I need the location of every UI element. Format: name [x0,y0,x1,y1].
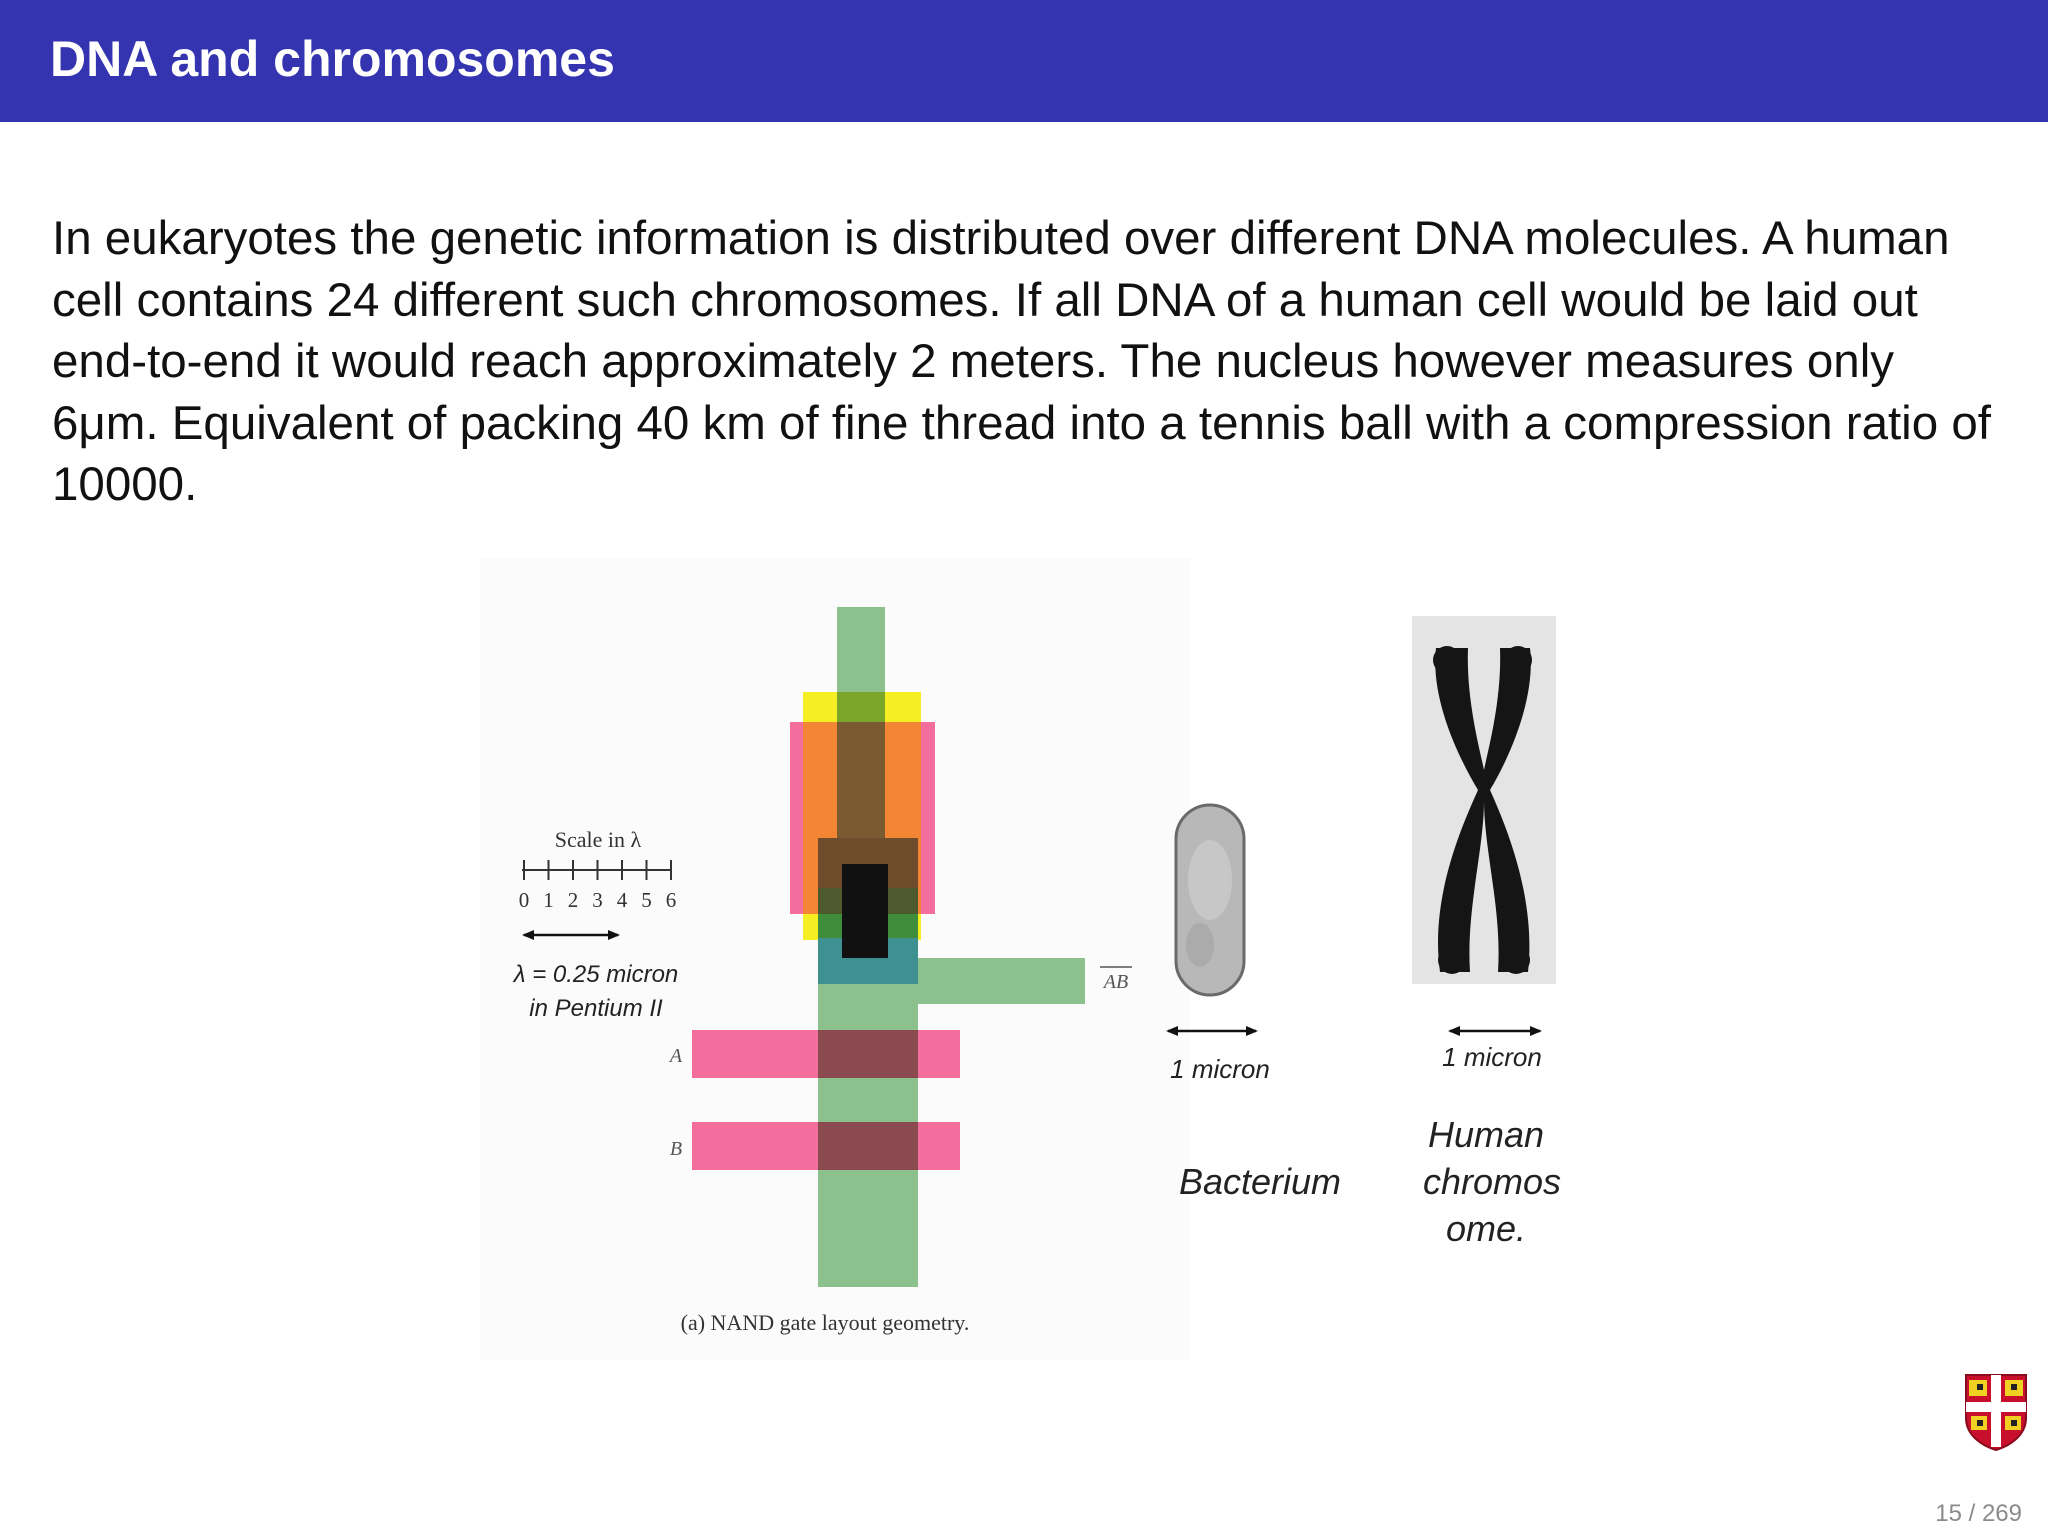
input-a-label: A [668,1045,683,1067]
scale-label: Scale in λ [555,827,642,852]
university-crest-icon [1963,1372,2029,1452]
nand-gate-layout [692,607,1085,1287]
body-paragraph: In eukaryotes the genetic information is… [52,212,1991,511]
chromosome-scale: 1 micron [1442,1042,1542,1072]
output-label: AB [1102,971,1128,993]
scale-tick-label: 4 [617,888,628,912]
page-number: 15 / 269 [1935,1500,2022,1527]
nand-caption: (a) NAND gate layout geometry. [681,1310,970,1335]
bacterium-image [1174,803,1246,997]
lambda-value: λ = 0.25 micron [512,961,679,988]
scale-tick-label: 6 [666,888,677,912]
chromosome-label-line3: ome. [1446,1208,1526,1249]
scale-tick-label: 3 [592,888,603,912]
nand-figure-panel [480,558,1190,1360]
bacterium-label: Bacterium [1179,1161,1341,1202]
chromosome-image [1412,616,1556,984]
scale-tick-label: 1 [543,888,554,912]
scale-tick-label: 5 [641,888,652,912]
title-bar: DNA and chromosomes [0,0,2048,122]
lambda-context: in Pentium II [529,995,663,1022]
chromosome-label-line2: chromos [1423,1161,1561,1202]
scale-tick-label: 0 [519,888,530,912]
input-b-label: B [670,1138,682,1160]
scale-tick-label: 2 [568,888,579,912]
slide-title: DNA and chromosomes [50,31,615,87]
chromosome-label-line1: Human [1428,1114,1544,1155]
bacterium-scale: 1 micron [1170,1054,1270,1084]
